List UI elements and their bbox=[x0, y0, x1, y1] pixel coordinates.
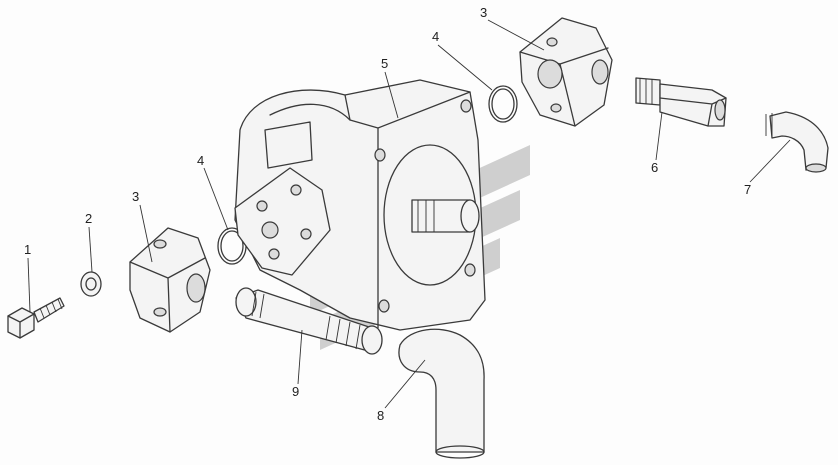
part-labels: 1 2 3 3 4 4 5 6 7 8 9 bbox=[24, 5, 751, 423]
part-flange-left bbox=[129, 227, 211, 333]
part-elbow-large bbox=[398, 328, 485, 459]
label-pump-body: 5 bbox=[381, 56, 388, 71]
label-flange-right: 3 bbox=[480, 5, 487, 20]
part-oring-right bbox=[488, 85, 518, 123]
part-pump-body bbox=[234, 79, 486, 331]
part-washer bbox=[80, 271, 102, 297]
part-pipe-nipple bbox=[235, 287, 383, 355]
part-adapter bbox=[635, 77, 727, 127]
label-elbow-large: 8 bbox=[377, 408, 384, 423]
label-elbow-small: 7 bbox=[744, 182, 751, 197]
label-washer: 2 bbox=[85, 211, 92, 226]
label-oring-right: 4 bbox=[432, 29, 439, 44]
label-flange-left: 3 bbox=[132, 189, 139, 204]
label-bolt: 1 bbox=[24, 242, 31, 257]
part-flange-right bbox=[519, 17, 613, 127]
leader-lines bbox=[27, 19, 791, 409]
part-bolt bbox=[7, 297, 65, 339]
part-elbow-small bbox=[765, 111, 829, 173]
label-adapter: 6 bbox=[651, 160, 658, 175]
label-oring-left: 4 bbox=[197, 153, 204, 168]
label-pipe-nipple: 9 bbox=[292, 384, 299, 399]
